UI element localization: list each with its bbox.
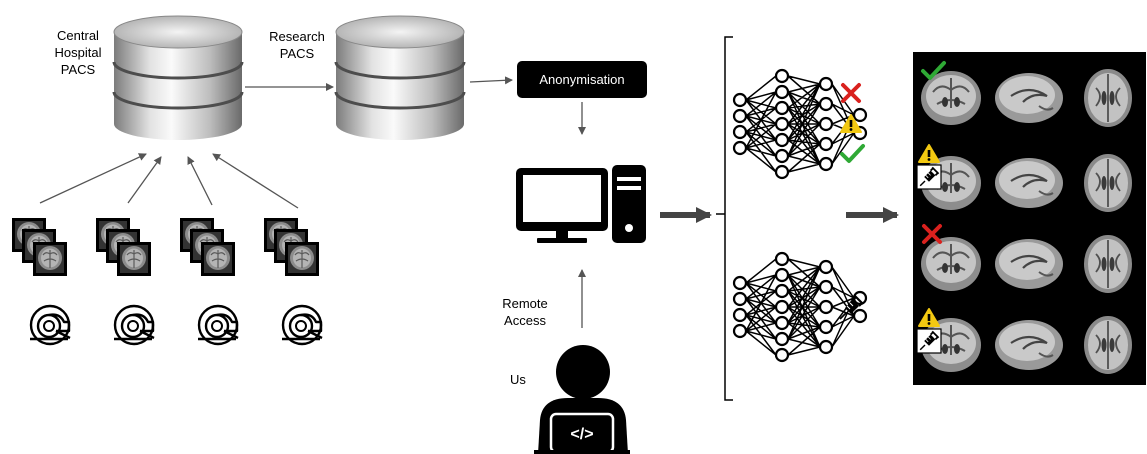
grid-syringe-icon-2 [917,329,941,353]
computer-icon [516,165,646,243]
scanner-icon-2 [112,304,156,346]
arrow-scanner-4 [212,153,299,209]
arrow-scanner-3 [187,156,213,206]
results-image-grid [913,52,1146,385]
arrow-scanner-2 [127,156,162,204]
mri-stack-4 [264,218,319,276]
us-label: Us [510,372,526,387]
anonymisation-box: Anonymisation [517,61,647,98]
research-pacs-database-icon [334,14,466,142]
remote-access-label: Remote Access [502,296,548,328]
research-pacs-label: Research PACS [269,29,325,61]
mri-stack-1 [12,218,67,276]
scanner-icon-3 [196,304,240,346]
scanner-icon-1 [28,304,72,346]
svg-text:</>: </> [570,426,593,443]
arrow-research-to-anonymisation [469,76,513,85]
grid-syringe-icon-1 [917,165,941,189]
central-pacs-label: Central Hospital PACS [54,28,102,77]
scanner-icon-4 [280,304,324,346]
central-pacs-database-icon [112,14,244,142]
user-laptop-icon: </> [534,345,630,454]
cross-icon [841,83,861,103]
mri-stack-3 [180,218,235,276]
check-icon [840,144,865,163]
arrow-scanner-1 [39,153,147,204]
mri-stack-2 [96,218,151,276]
model-bracket [716,36,733,401]
